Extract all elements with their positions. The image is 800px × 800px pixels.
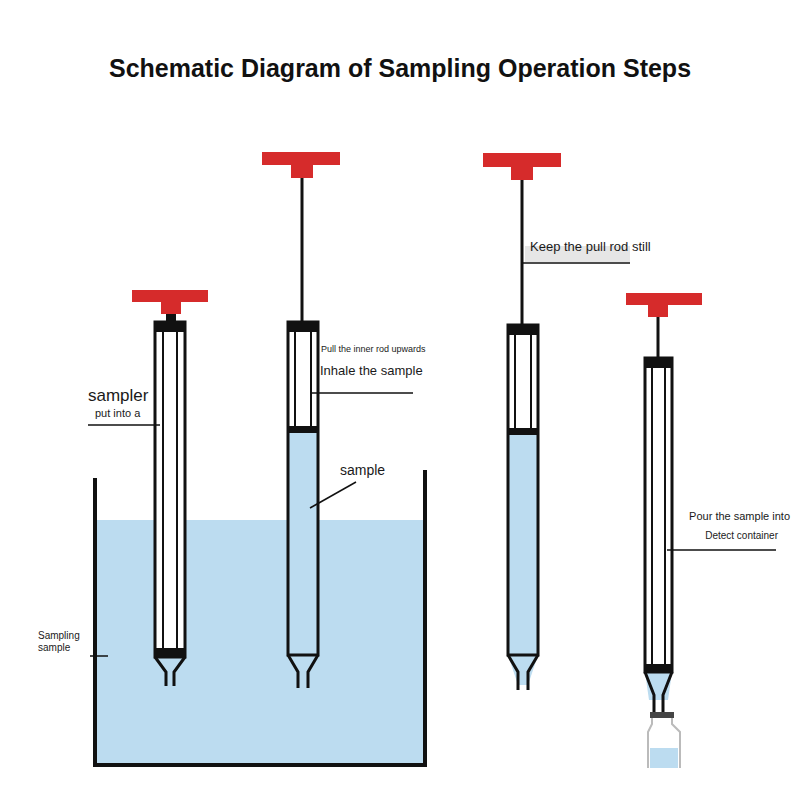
water bbox=[95, 520, 425, 765]
step-note: put into a bbox=[95, 407, 140, 420]
step-note: Pour the sample into bbox=[689, 510, 790, 523]
diagram-title: Schematic Diagram of Sampling Operation … bbox=[0, 54, 800, 83]
step-note: Inhale the sample bbox=[320, 364, 423, 379]
step-note: Detect container bbox=[705, 530, 778, 542]
part-label: sample bbox=[340, 462, 385, 478]
step-note: Keep the pull rod still bbox=[530, 240, 651, 255]
step-note: Pull the inner rod upwards bbox=[321, 344, 426, 354]
part-label: sampler bbox=[88, 386, 148, 406]
sampler-1 bbox=[132, 290, 208, 686]
sampler-3 bbox=[483, 153, 561, 690]
leader-lines bbox=[88, 263, 776, 656]
detect-container bbox=[648, 712, 680, 768]
beaker bbox=[95, 470, 425, 765]
sampler-4 bbox=[626, 293, 702, 712]
sampler-2 bbox=[262, 152, 340, 688]
part-label: Sampling sample bbox=[38, 630, 90, 653]
